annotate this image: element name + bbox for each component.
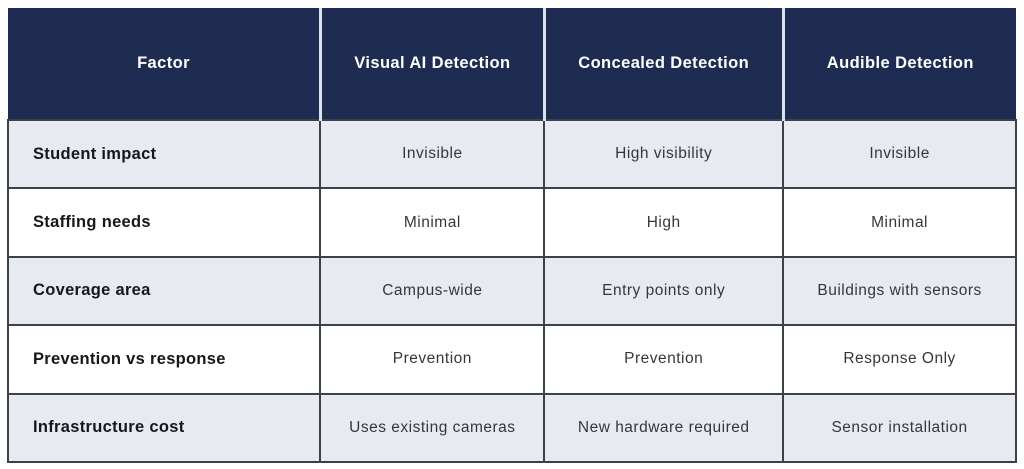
cell-value: Buildings with sensors (782, 255, 1017, 327)
cell-value: Invisible (319, 118, 546, 190)
table-row: Student impact Invisible High visibility… (6, 118, 1017, 190)
table-row: Coverage area Campus-wide Entry points o… (6, 255, 1017, 327)
cell-value: Response Only (782, 324, 1017, 395)
row-label-staffing-needs: Staffing needs (6, 187, 322, 258)
cell-value: New hardware required (543, 392, 785, 464)
comparison-table-container: Factor Visual AI Detection Concealed Det… (6, 8, 1017, 464)
cell-value: Invisible (782, 118, 1017, 190)
row-label-student-impact: Student impact (6, 118, 322, 190)
table-row: Infrastructure cost Uses existing camera… (6, 392, 1017, 464)
table-row: Prevention vs response Prevention Preven… (6, 324, 1017, 395)
table-header-row: Factor Visual AI Detection Concealed Det… (8, 8, 1016, 120)
cell-value: Prevention (543, 324, 785, 395)
cell-value: High visibility (543, 118, 785, 190)
column-header-audible-detection: Audible Detection (781, 8, 1016, 120)
comparison-table: Factor Visual AI Detection Concealed Det… (6, 8, 1017, 464)
column-header-factor: Factor (8, 8, 321, 120)
column-header-visual-ai-detection: Visual AI Detection (318, 8, 545, 120)
cell-value: Minimal (319, 187, 546, 258)
cell-value: Campus-wide (319, 255, 546, 327)
cell-value: High (543, 187, 785, 258)
cell-value: Entry points only (543, 255, 785, 327)
cell-value: Prevention (319, 324, 546, 395)
column-header-concealed-detection: Concealed Detection (542, 8, 784, 120)
cell-value: Uses existing cameras (319, 392, 546, 464)
table-row: Staffing needs Minimal High Minimal (6, 187, 1017, 258)
cell-value: Sensor installation (782, 392, 1017, 464)
row-label-coverage-area: Coverage area (6, 255, 322, 327)
row-label-infrastructure-cost: Infrastructure cost (6, 392, 322, 464)
row-label-prevention-vs-response: Prevention vs response (6, 324, 322, 395)
cell-value: Minimal (782, 187, 1017, 258)
